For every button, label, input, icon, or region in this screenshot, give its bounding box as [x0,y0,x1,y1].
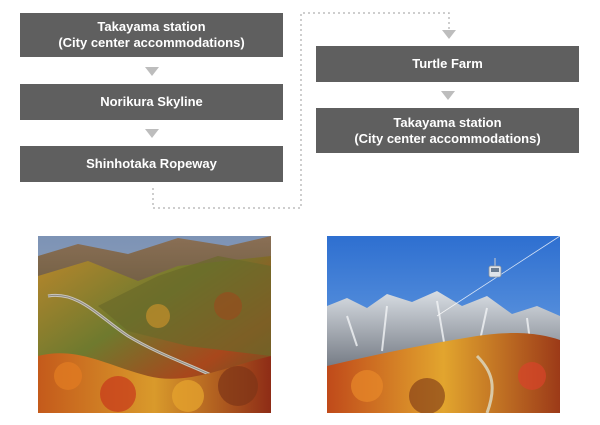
ropeway-gondola-photo [327,236,560,413]
step-shinhotaka-ropeway: Shinhotaka Ropeway [20,146,283,182]
ropeway-landscape-image [327,236,560,413]
step-title: Norikura Skyline [100,94,203,109]
down-arrow-icon [145,129,159,138]
down-arrow-icon [441,91,455,100]
step-title: Turtle Farm [412,56,483,71]
step-title: Takayama station [97,19,206,34]
step-turtle-farm: Turtle Farm [316,46,579,82]
down-arrow-icon [442,30,456,39]
step-takayama-station-end: Takayama station (City center accommodat… [316,108,579,153]
step-title: Takayama station [393,114,502,130]
step-subtitle: (City center accommodations) [354,130,541,146]
step-takayama-station-start: Takayama station (City center accommodat… [20,13,283,57]
step-norikura-skyline: Norikura Skyline [20,84,283,120]
autumn-mountain-road-photo [38,236,271,413]
down-arrow-icon [145,67,159,76]
step-title: Shinhotaka Ropeway [86,156,217,171]
step-subtitle: (City center accommodations) [58,35,245,50]
mountain-landscape-image [38,236,271,413]
